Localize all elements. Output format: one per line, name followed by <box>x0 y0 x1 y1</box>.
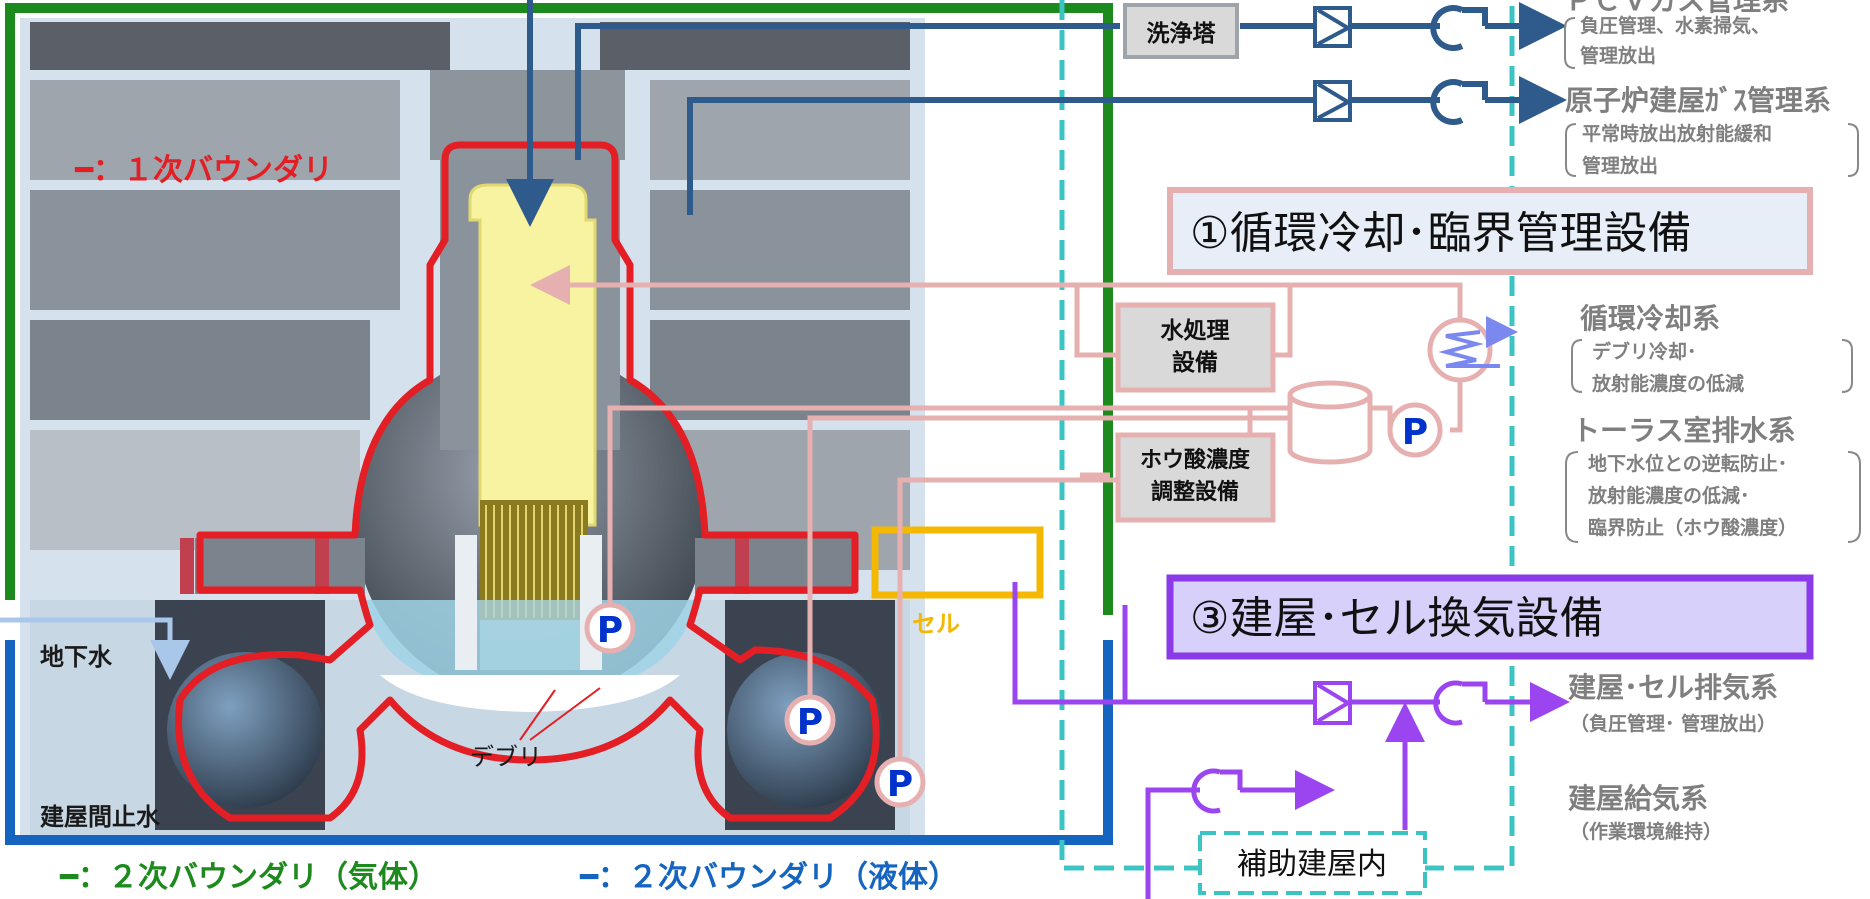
building-cutoff-label: 建屋間止水 <box>40 803 161 831</box>
pedestal-floor <box>380 675 680 712</box>
pump-icon: P <box>1387 402 1443 458</box>
building-floor-1 <box>30 80 400 180</box>
secondary-boundary-liquid <box>5 640 1113 845</box>
ventilation-lines <box>1012 582 1570 899</box>
building-floor-4 <box>650 80 910 180</box>
boric-acid-equipment: ホウ酸濃度 調整設備 <box>1115 432 1276 523</box>
filter-icon <box>1313 681 1352 725</box>
building-floor-8 <box>30 430 360 550</box>
ventilation-header-text: ③建屋･セル換気設備 <box>1190 593 1603 644</box>
circulation-cooling-system-desc-1: デブリ冷却･ <box>1592 340 1697 363</box>
groundwater-arrow <box>0 617 190 680</box>
bracket-left <box>1565 123 1577 177</box>
washing-tower: 洗浄塔 <box>1123 3 1239 59</box>
bracket-right <box>1841 339 1853 393</box>
torus-drain-system-desc-3: 臨界防止（ホウ酸濃度） <box>1588 516 1797 539</box>
water-treatment-label-1: 水処理 <box>1161 317 1230 344</box>
secondary-boundary-gas <box>5 3 1113 615</box>
building-wall-top-right <box>600 22 910 70</box>
torus-drain-system-desc-2: 放射能濃度の低減･ <box>1587 484 1750 507</box>
primary-boundary-outline <box>175 141 880 822</box>
rpv-support-left <box>455 535 477 670</box>
building-supply-desc: （作業環境維持） <box>1570 820 1722 843</box>
building-floor-6 <box>650 320 910 420</box>
building-wall-top-left <box>30 22 450 70</box>
water-treatment-label-2: 設備 <box>1172 349 1218 376</box>
building-supply-title: 建屋給気系 <box>1568 782 1708 815</box>
gas-management-lines <box>506 0 1567 227</box>
building-cell-exhaust-desc: （負圧管理･ 管理放出） <box>1570 712 1776 735</box>
building-floor-2 <box>30 190 400 310</box>
fan-icon <box>1433 680 1488 726</box>
heat-exchanger-icon <box>1427 316 1518 383</box>
groundwater-label: 地下水 <box>40 643 113 671</box>
reactor-building-gas-system-desc-1: 平常時放出放射能緩和 <box>1582 122 1772 145</box>
penetration-right <box>695 538 853 594</box>
fuel-assembly <box>480 500 588 670</box>
secondary-gas-legend: ━：２次バウンダリ（気体） <box>59 860 438 895</box>
fan-icon <box>1191 768 1243 814</box>
primary-boundary-legend: ━：１次バウンダリ <box>74 153 333 188</box>
debris-label: デブリ <box>470 743 542 771</box>
circulation-cooling-system-desc-2: 放射能濃度の低減 <box>1591 372 1744 395</box>
pump-icon: P <box>784 694 836 746</box>
pump-label: P <box>597 610 623 651</box>
auxiliary-building-label: 補助建屋内 <box>1237 847 1387 882</box>
ventilation-header: ③建屋･セル換気設備 <box>1166 574 1814 660</box>
boric-acid-label-1: ホウ酸濃度 <box>1140 447 1251 473</box>
penetration-left <box>195 538 365 594</box>
building-cell-exhaust-title: 建屋･セル排気系 <box>1568 671 1778 704</box>
reactor-building-gas-system-desc-2: 管理放出 <box>1582 154 1658 177</box>
fan-icon <box>1430 5 1488 51</box>
circulation-cooling-system-title: 循環冷却系 <box>1580 302 1720 335</box>
pump-icon: P <box>584 602 636 654</box>
circulation-cooling-header-text: ①循環冷却･臨界管理設備 <box>1190 208 1691 259</box>
bracket-left <box>1564 17 1576 69</box>
fan-icon <box>1430 79 1488 125</box>
bracket-right <box>1847 451 1861 543</box>
washing-tower-label: 洗浄塔 <box>1147 20 1217 47</box>
cell-box <box>871 526 1044 599</box>
torus-drain-system-title: トーラス室排水系 <box>1572 414 1795 447</box>
auxiliary-building-label-box: 補助建屋内 <box>1198 831 1427 895</box>
water-treatment-equipment: 水処理 設備 <box>1115 302 1276 393</box>
pump-label: P <box>887 764 913 805</box>
building-floor-3 <box>30 320 370 420</box>
torus-chamber-left <box>167 652 323 808</box>
tank-icon <box>1287 380 1373 465</box>
bracket-left <box>1565 451 1579 543</box>
pcv-gas-system-title: ＰＣＶガス管理系 <box>1565 0 1789 17</box>
pump-icon: P <box>874 756 926 808</box>
boric-acid-label-2: 調整設備 <box>1151 479 1239 505</box>
torus-drain-system-desc-1: 地下水位との逆転防止･ <box>1588 452 1787 475</box>
bracket-left <box>1571 339 1583 393</box>
bracket-right <box>1847 123 1859 177</box>
building-floor-5 <box>650 190 910 310</box>
circulation-cooling-header: ①循環冷却･臨界管理設備 <box>1167 187 1813 275</box>
secondary-liquid-legend: ━：２次バウンダリ（液体） <box>579 860 958 895</box>
debris-arrows <box>519 687 601 741</box>
pcv-gas-system-desc-2: 管理放出 <box>1580 44 1656 67</box>
filter-icon <box>1313 80 1353 122</box>
pump-label: P <box>1402 412 1428 453</box>
reactor-building-gas-system-title: 原子炉建屋ｶﾞｽ管理系 <box>1565 84 1831 117</box>
reactor-building <box>20 18 1044 840</box>
pump-label: P <box>797 702 823 743</box>
cooling-lines <box>530 265 1463 760</box>
filter-icon <box>1313 6 1353 48</box>
reactor-pressure-vessel <box>468 183 597 527</box>
cell-label: セル <box>912 610 960 638</box>
pcv-gas-system-desc-1: 負圧管理、水素掃気、 <box>1580 14 1770 37</box>
